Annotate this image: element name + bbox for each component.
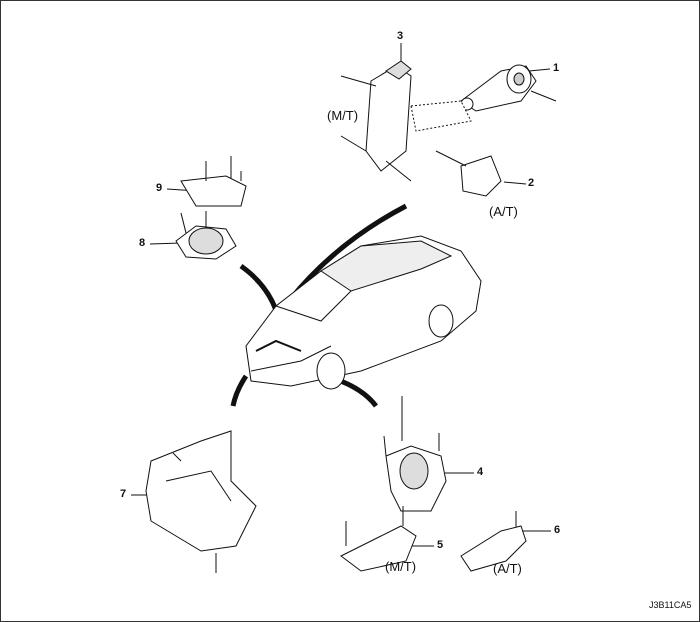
engine-mount-parts-left — [175, 156, 247, 260]
callout-5: 5 — [437, 539, 444, 551]
callout-9: 9 — [156, 182, 163, 194]
note-mt-bottom: (M/T) — [385, 559, 417, 574]
leader-lines — [131, 43, 551, 547]
callout-6: 6 — [554, 524, 561, 536]
callout-7: 7 — [120, 488, 127, 500]
engine-undercover — [145, 430, 257, 573]
transaxle-mount-parts — [340, 60, 557, 197]
note-mt-top: (M/T) — [327, 108, 359, 123]
car-outline — [245, 235, 482, 390]
callout-3: 3 — [397, 30, 404, 42]
note-at-bottom: (A/T) — [493, 561, 522, 576]
callout-8: 8 — [139, 237, 146, 249]
note-at-top: (A/T) — [489, 204, 518, 219]
callout-1: 1 — [553, 62, 560, 74]
rear-mount-parts — [340, 396, 527, 572]
figure-code: J3B11CA5 — [649, 600, 692, 610]
callout-2: 2 — [528, 177, 535, 189]
callout-4: 4 — [477, 466, 484, 478]
